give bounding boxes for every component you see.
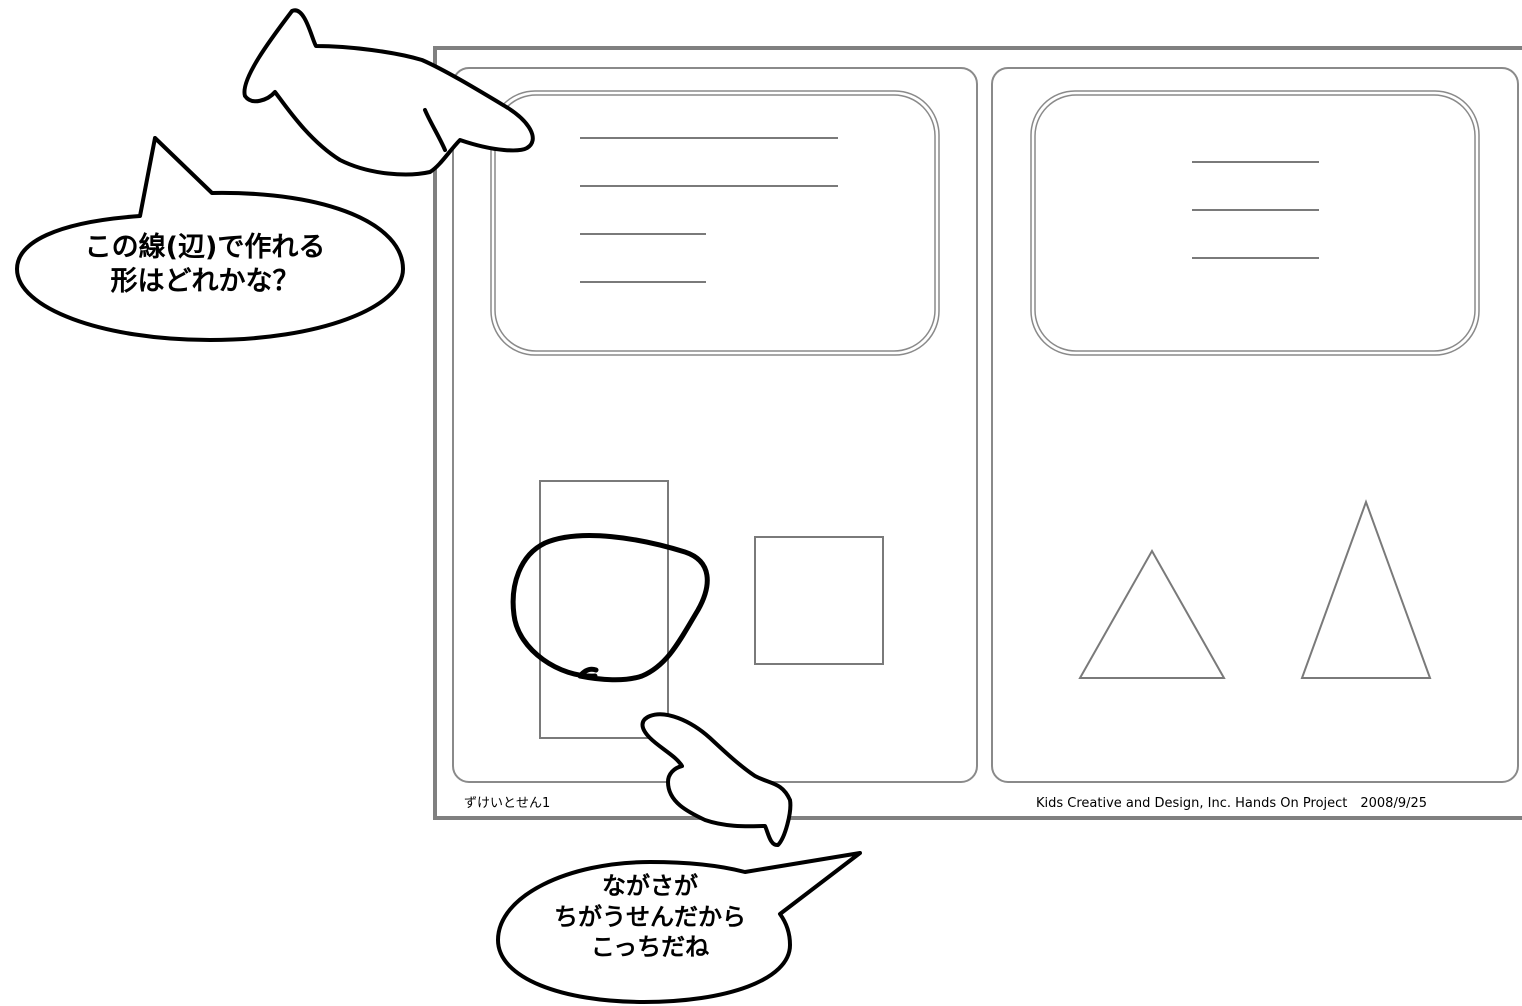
rectangle-shape	[539, 480, 669, 739]
pointing-hand-icon	[242, 8, 535, 177]
bubble-bottom-line-1: ながさが	[602, 872, 698, 900]
credit-footer: Kids Creative and Design, Inc. Hands On …	[1036, 796, 1428, 811]
pointing-hand-icon	[640, 712, 793, 847]
bubble-bottom-line-2: ちがうせんだから	[554, 902, 746, 931]
bubble-top-line-1: この線(辺)で作れる	[84, 232, 326, 263]
bubble-top-line-2: 形はどれかな？	[110, 265, 300, 297]
left-panel	[452, 67, 978, 783]
right-line-card	[1030, 90, 1480, 356]
hand-drawn-circle-mark	[510, 533, 710, 683]
left-line-card	[490, 90, 940, 356]
right-panel	[991, 67, 1519, 783]
bubble-bottom-line-3: こっちだね	[590, 933, 710, 962]
equilateral-triangle-shape	[1078, 548, 1226, 679]
worksheet-title-footer: ずけいとせん1	[464, 796, 551, 811]
speech-bubble-top	[15, 136, 405, 342]
worksheet-frame	[433, 46, 1522, 820]
square-shape	[754, 536, 884, 665]
isosceles-triangle-shape	[1300, 499, 1432, 679]
speech-bubble-top-text: この線(辺)で作れる 形はどれかな？	[40, 231, 370, 299]
speech-bubble-bottom-text: ながさが ちがうせんだから こっちだね	[505, 871, 795, 963]
right-panel-border	[991, 67, 1519, 783]
left-panel-border	[452, 67, 978, 783]
speech-bubble-bottom	[496, 851, 862, 1004]
